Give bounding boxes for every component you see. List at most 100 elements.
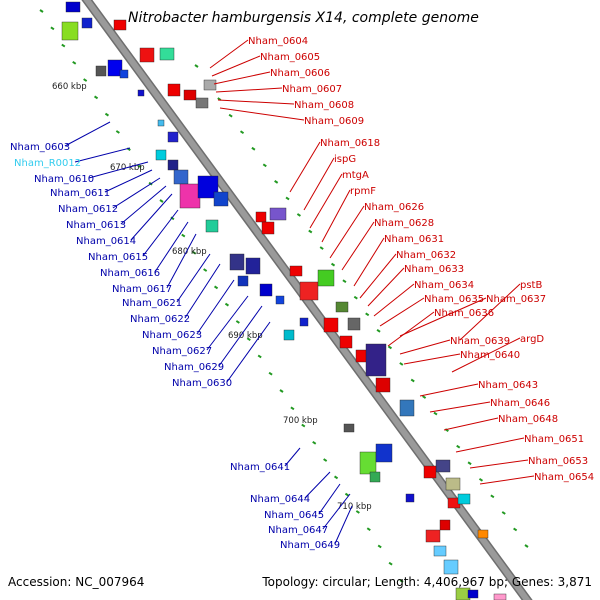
gene-feature-block[interactable] [289,265,303,277]
gene-feature-block[interactable] [375,443,393,463]
gene-label[interactable]: Nham_0640 [460,350,520,361]
gene-label[interactable]: Nham_0609 [304,116,364,127]
gene-feature-block[interactable] [167,159,179,171]
gene-label[interactable]: argD [520,334,544,345]
gene-label[interactable]: Nham_0615 [88,252,148,263]
gene-feature-block[interactable] [237,275,249,287]
gene-feature-block[interactable] [347,317,361,331]
gene-label[interactable]: Nham_0627 [152,346,212,357]
gene-label[interactable]: Nham_0645 [264,510,324,521]
gene-feature-block[interactable] [261,221,275,235]
gene-label[interactable]: Nham_0626 [364,202,424,213]
gene-feature-block[interactable] [183,89,197,101]
gene-label[interactable]: Nham_0653 [528,456,588,467]
gene-feature-block[interactable] [157,119,165,127]
gene-feature-block[interactable] [435,459,451,473]
gene-feature-block[interactable] [259,283,273,297]
gene-label[interactable]: Nham_0613 [66,220,126,231]
gene-feature-block[interactable] [399,399,415,417]
gene-feature-block[interactable] [365,343,387,377]
gene-feature-block[interactable] [81,17,93,29]
gene-feature-block[interactable] [203,79,217,91]
gene-label[interactable]: Nham_0649 [280,540,340,551]
gene-label[interactable]: Nham_0616 [100,268,160,279]
gene-label[interactable]: Nham_0621 [122,298,182,309]
gene-feature-block[interactable] [467,589,479,599]
gene-feature-block[interactable] [167,83,181,97]
gene-feature-block[interactable] [359,451,377,475]
gene-feature-block[interactable] [269,207,287,221]
gene-feature-block[interactable] [335,301,349,313]
gene-feature-block[interactable] [339,335,353,349]
gene-feature-block[interactable] [137,89,145,97]
gene-feature-block[interactable] [245,257,261,275]
gene-label[interactable]: Nham_0631 [384,234,444,245]
gene-label[interactable]: Nham_0643 [478,380,538,391]
gene-label[interactable]: Nham_0617 [112,284,172,295]
gene-feature-block[interactable] [299,317,309,327]
gene-label[interactable]: Nham_0607 [282,84,342,95]
gene-label[interactable]: Nham_0639 [450,336,510,347]
gene-label[interactable]: Nham_0641 [230,462,290,473]
gene-label[interactable]: Nham_0629 [164,362,224,373]
gene-feature-block[interactable] [423,465,437,479]
gene-feature-block[interactable] [323,317,339,333]
gene-label[interactable]: Nham_0644 [250,494,310,505]
gene-feature-block[interactable] [197,175,219,199]
gene-feature-block[interactable] [477,529,489,539]
gene-label[interactable]: Nham_0611 [50,188,110,199]
gene-feature-block[interactable] [369,471,381,483]
gene-feature-block[interactable] [179,183,201,209]
gene-label[interactable]: Nham_0610 [34,174,94,185]
gene-label[interactable]: pstB [520,280,542,291]
gene-label[interactable]: Nham_0603 [10,142,70,153]
gene-label[interactable]: ispG [334,154,356,165]
gene-feature-block[interactable] [299,281,319,301]
gene-label[interactable]: Nham_0651 [524,434,584,445]
gene-label[interactable]: Nham_0605 [260,52,320,63]
gene-label[interactable]: Nham_0608 [294,100,354,111]
gene-label[interactable]: mtgA [342,170,369,181]
gene-label[interactable]: Nham_R0012 [14,158,81,169]
gene-feature-block[interactable] [213,191,229,207]
gene-label[interactable]: Nham_0612 [58,204,118,215]
gene-label[interactable]: Nham_0636 [434,308,494,319]
gene-feature-block[interactable] [61,21,79,41]
gene-feature-block[interactable] [159,47,175,61]
gene-label[interactable]: Nham_0654 [534,472,594,483]
gene-feature-block[interactable] [425,529,441,543]
gene-feature-block[interactable] [107,59,123,77]
gene-label[interactable]: Nham_0628 [374,218,434,229]
gene-label[interactable]: Nham_0634 [414,280,474,291]
gene-label[interactable]: Nham_0606 [270,68,330,79]
gene-feature-block[interactable] [95,65,107,77]
gene-feature-block[interactable] [433,545,447,557]
gene-label[interactable]: Nham_0622 [130,314,190,325]
gene-feature-block[interactable] [283,329,295,341]
gene-feature-block[interactable] [119,69,129,79]
gene-feature-block[interactable] [275,295,285,305]
gene-label[interactable]: Nham_0632 [396,250,456,261]
gene-label[interactable]: rpmF [350,186,376,197]
gene-label[interactable]: Nham_0648 [498,414,558,425]
gene-label[interactable]: Nham_0614 [76,236,136,247]
gene-feature-block[interactable] [439,519,451,531]
gene-label[interactable]: Nham_0647 [268,525,328,536]
gene-feature-block[interactable] [493,593,507,600]
gene-feature-block[interactable] [195,97,209,109]
gene-label[interactable]: Nham_0630 [172,378,232,389]
gene-feature-block[interactable] [375,377,391,393]
gene-label[interactable]: Nham_0604 [248,36,308,47]
gene-feature-block[interactable] [155,149,167,161]
gene-label[interactable]: Nham_0633 [404,264,464,275]
gene-feature-block[interactable] [229,253,245,271]
gene-feature-block[interactable] [343,423,355,433]
gene-feature-block[interactable] [317,269,335,287]
gene-label[interactable]: Nham_0623 [142,330,202,341]
gene-feature-block[interactable] [65,1,81,13]
gene-feature-block[interactable] [139,47,155,63]
gene-feature-block[interactable] [173,169,189,185]
gene-label[interactable]: Nham_0618 [320,138,380,149]
gene-feature-block[interactable] [113,19,127,31]
gene-feature-block[interactable] [445,477,461,491]
